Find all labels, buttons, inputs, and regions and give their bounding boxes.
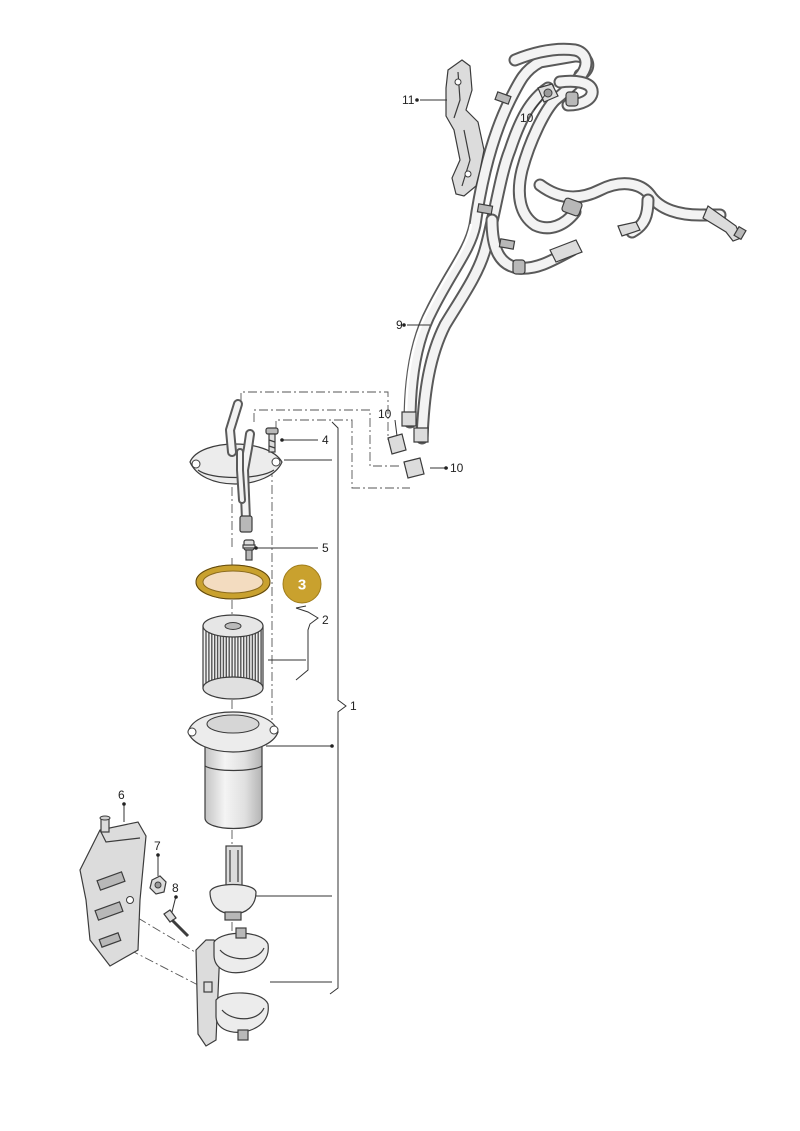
leader-lines: [123, 94, 546, 995]
nut: [149, 875, 167, 895]
callout-6: 6: [118, 788, 125, 802]
callout-3-badge[interactable]: 3: [282, 564, 322, 604]
filter-cover: [189, 399, 283, 533]
callout-10-left: 10: [378, 407, 392, 421]
callout-8: 8: [172, 881, 179, 895]
bolt: [163, 909, 190, 938]
hose-clamp-lower-1: [387, 433, 407, 455]
callout-1: 1: [350, 699, 357, 713]
drain-plug: [209, 845, 257, 921]
callout-5: 5: [322, 541, 329, 555]
valve: [242, 539, 256, 561]
mounting-bracket: [79, 815, 147, 967]
callout-11: 11: [402, 93, 415, 107]
callout-7: 7: [154, 839, 161, 853]
callout-3: 3: [298, 577, 306, 594]
screw: [265, 427, 279, 453]
filter-holder-clamp: [195, 927, 269, 1047]
callout-10-top: 10: [520, 111, 534, 125]
hose-clamp-lower-2: [403, 457, 425, 479]
callout-9: 9: [396, 318, 403, 332]
leader-dots: [122, 98, 448, 899]
callout-10-right: 10: [450, 461, 464, 475]
filter-housing: [187, 711, 279, 830]
callout-4: 4: [322, 433, 329, 447]
filter-element: [202, 614, 264, 700]
o-ring-seal: [195, 564, 271, 600]
hose-bracket: [445, 59, 485, 197]
fuel-hose-assembly: [401, 42, 747, 445]
callout-2: 2: [322, 613, 329, 627]
